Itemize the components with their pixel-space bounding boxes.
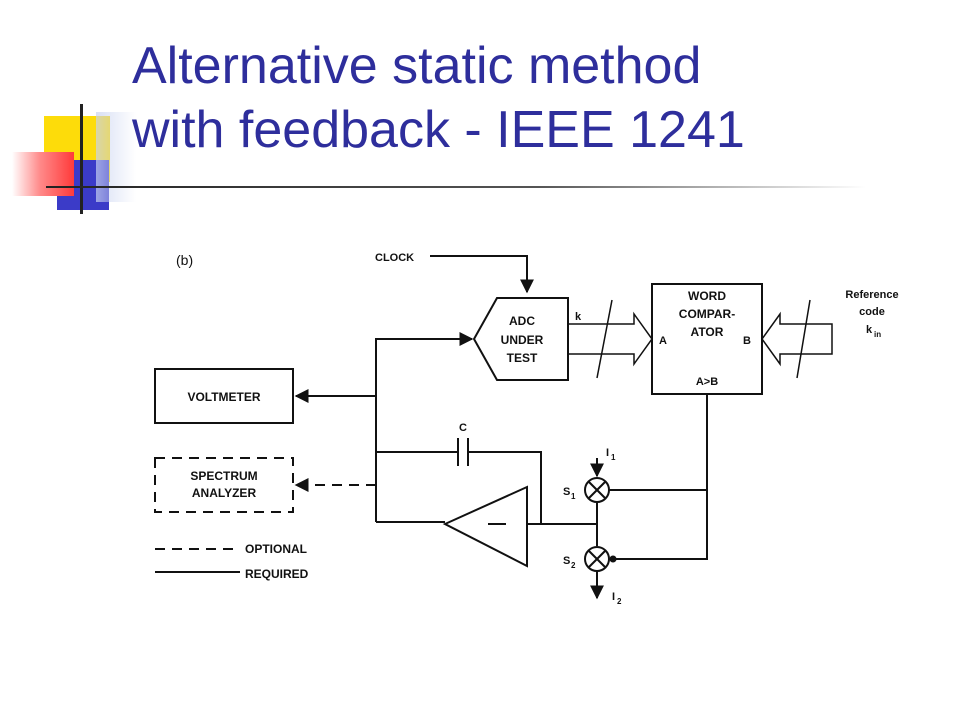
switch1-label: S — [563, 486, 570, 498]
slide-title-line1: Alternative static method — [132, 37, 702, 95]
switch2-cross-b — [587, 549, 607, 569]
reference-label-2: code — [859, 306, 885, 318]
comparator-input-b: B — [743, 335, 751, 347]
reference-symbol: k — [866, 324, 873, 336]
adc-block — [472, 297, 569, 381]
reference-bus-slash — [796, 299, 811, 379]
adc-bus-slash — [596, 299, 613, 379]
adc-label-2: UNDER — [501, 333, 544, 347]
comparator-label-2: COMPAR- — [679, 307, 735, 321]
amplifier-triangle — [442, 485, 528, 568]
current1-subscript: 1 — [611, 453, 616, 462]
spectrum-analyzer-block — [154, 457, 294, 513]
analog-input-line — [375, 332, 474, 522]
comparator-output-label: A>B — [696, 376, 718, 388]
capacitor-right-wire — [468, 451, 542, 524]
current2-label: I — [612, 591, 615, 603]
spectrum-label-2: ANALYZER — [192, 486, 257, 500]
clock-label: CLOCK — [375, 252, 414, 264]
slide-title: Alternative static method with feedback … — [132, 34, 932, 162]
current1-label: I — [606, 447, 609, 459]
panel-label: (b) — [176, 252, 193, 268]
deco-vertical-line — [80, 104, 83, 214]
switch2-subscript: 2 — [571, 561, 576, 570]
reference-bus-arrow — [761, 311, 833, 367]
capacitor-label: C — [459, 422, 467, 434]
switch1-cross-b — [587, 480, 607, 500]
switch1-subscript: 1 — [571, 492, 576, 501]
legend-required-label: REQUIRED — [245, 567, 309, 581]
reference-subscript: in — [874, 330, 881, 339]
current2-subscript: 2 — [617, 597, 622, 606]
comparator-label-3: ATOR — [691, 325, 724, 339]
legend-optional-label: OPTIONAL — [245, 542, 307, 556]
slide-title-line2: with feedback - IEEE 1241 — [132, 101, 745, 159]
voltmeter-block — [154, 368, 294, 424]
adc-label-3: TEST — [507, 351, 538, 365]
adc-label-1: ADC — [509, 314, 535, 328]
spectrum-label-1: SPECTRUM — [190, 469, 257, 483]
adc-bus-label: k — [575, 311, 582, 323]
comparator-output-line — [614, 394, 708, 560]
comparator-input-a: A — [659, 335, 667, 347]
voltmeter-label: VOLTMETER — [187, 390, 260, 404]
title-underline — [46, 186, 866, 188]
deco-red-square — [12, 152, 74, 196]
switch2-label: S — [563, 555, 570, 567]
clock-line — [430, 255, 534, 294]
comparator-label-1: WORD — [688, 289, 726, 303]
switch2-control-dot — [609, 555, 617, 563]
reference-label-1: Reference — [845, 289, 898, 301]
adc-bus-arrow — [567, 311, 653, 367]
